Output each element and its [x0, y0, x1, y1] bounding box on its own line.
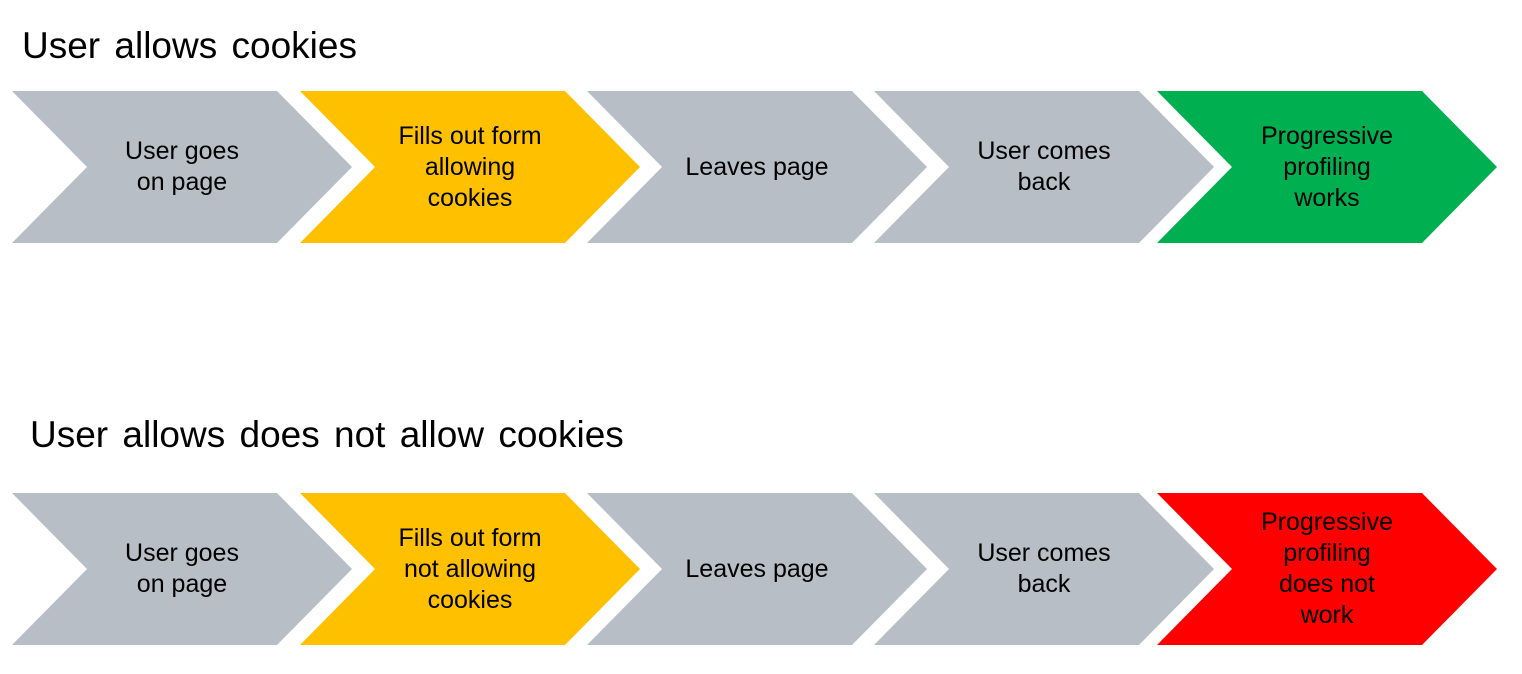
chevron-shape: [1157, 91, 1497, 243]
chevron-shape: [300, 91, 640, 243]
chevron-shape: [587, 91, 927, 243]
chevron-fill: [874, 493, 1214, 645]
chevron-shape: [874, 91, 1214, 243]
flow-title-allows-cookies: User allows cookies: [22, 25, 357, 66]
step-outcome-chevron: Progressive profiling does not work: [1157, 493, 1497, 645]
chevron-fill: [300, 91, 640, 243]
chevron-shape: [12, 493, 352, 645]
flow-title-does-not-allow-cookies: User allows does not allow cookies: [30, 414, 624, 455]
chevron-shape: [587, 493, 927, 645]
chevron-shape: [300, 493, 640, 645]
chevron-shape: [1157, 493, 1497, 645]
chevron-fill: [300, 493, 640, 645]
chevron-fill: [1157, 91, 1497, 243]
chevron-fill: [587, 91, 927, 243]
chevron-fill: [12, 91, 352, 243]
chevron-fill: [1157, 493, 1497, 645]
chevron-shape: [874, 493, 1214, 645]
chevron-shape: [12, 91, 352, 243]
step-outcome-chevron: Progressive profiling works: [1157, 91, 1497, 243]
chevron-fill: [12, 493, 352, 645]
chevron-fill: [587, 493, 927, 645]
chevron-fill: [874, 91, 1214, 243]
